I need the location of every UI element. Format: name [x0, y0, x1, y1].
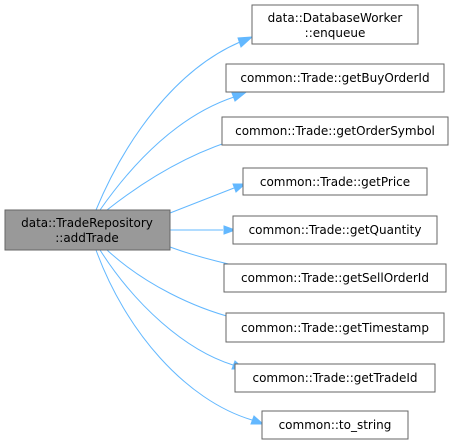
node-label-line2: ::enqueue [305, 26, 366, 40]
edge-to-getquantity [170, 225, 237, 235]
node-label: common::Trade::getPrice [260, 175, 410, 189]
node-label-line1: data::TradeRepository [21, 216, 153, 230]
node-label: common::Trade::getTradeId [252, 371, 417, 385]
node-trade-gettimestamp[interactable]: common::Trade::getTimestamp [225, 312, 445, 343]
node-databaseworker-enqueue[interactable]: data::DatabaseWorker ::enqueue [251, 4, 419, 45]
node-trade-getquantity[interactable]: common::Trade::getQuantity [232, 215, 438, 245]
node-common-to-string[interactable]: common::to_string [261, 410, 409, 440]
node-tradrepository-addtrade[interactable]: data::TradeRepository ::addTrade [4, 209, 171, 251]
node-label: common::Trade::getTimestamp [241, 321, 429, 335]
edge-to-to-string [95, 249, 265, 425]
node-trade-gettradeid[interactable]: common::Trade::getTradeId [234, 363, 436, 393]
edge-to-getprice [169, 183, 247, 214]
edge-to-gettradeid [99, 249, 246, 370]
node-trade-getbuyorderid[interactable]: common::Trade::getBuyOrderId [225, 63, 445, 93]
edge-to-getbuyorderid [99, 92, 247, 211]
node-trade-getsellorderid[interactable]: common::Trade::getSellOrderId [223, 263, 447, 293]
node-label: common::to_string [279, 418, 392, 432]
node-label: common::Trade::getSellOrderId [241, 271, 429, 285]
node-trade-getordersymbol[interactable]: common::Trade::getOrderSymbol [221, 116, 449, 146]
edge-to-databaseworker-enqueue [95, 36, 254, 211]
node-label: common::Trade::getBuyOrderId [240, 71, 429, 85]
node-label-line2: ::addTrade [55, 231, 119, 245]
node-label: common::Trade::getQuantity [249, 223, 422, 237]
node-trade-getprice[interactable]: common::Trade::getPrice [242, 167, 428, 196]
node-label-line1: data::DatabaseWorker [268, 11, 403, 25]
node-label: common::Trade::getOrderSymbol [235, 124, 435, 138]
